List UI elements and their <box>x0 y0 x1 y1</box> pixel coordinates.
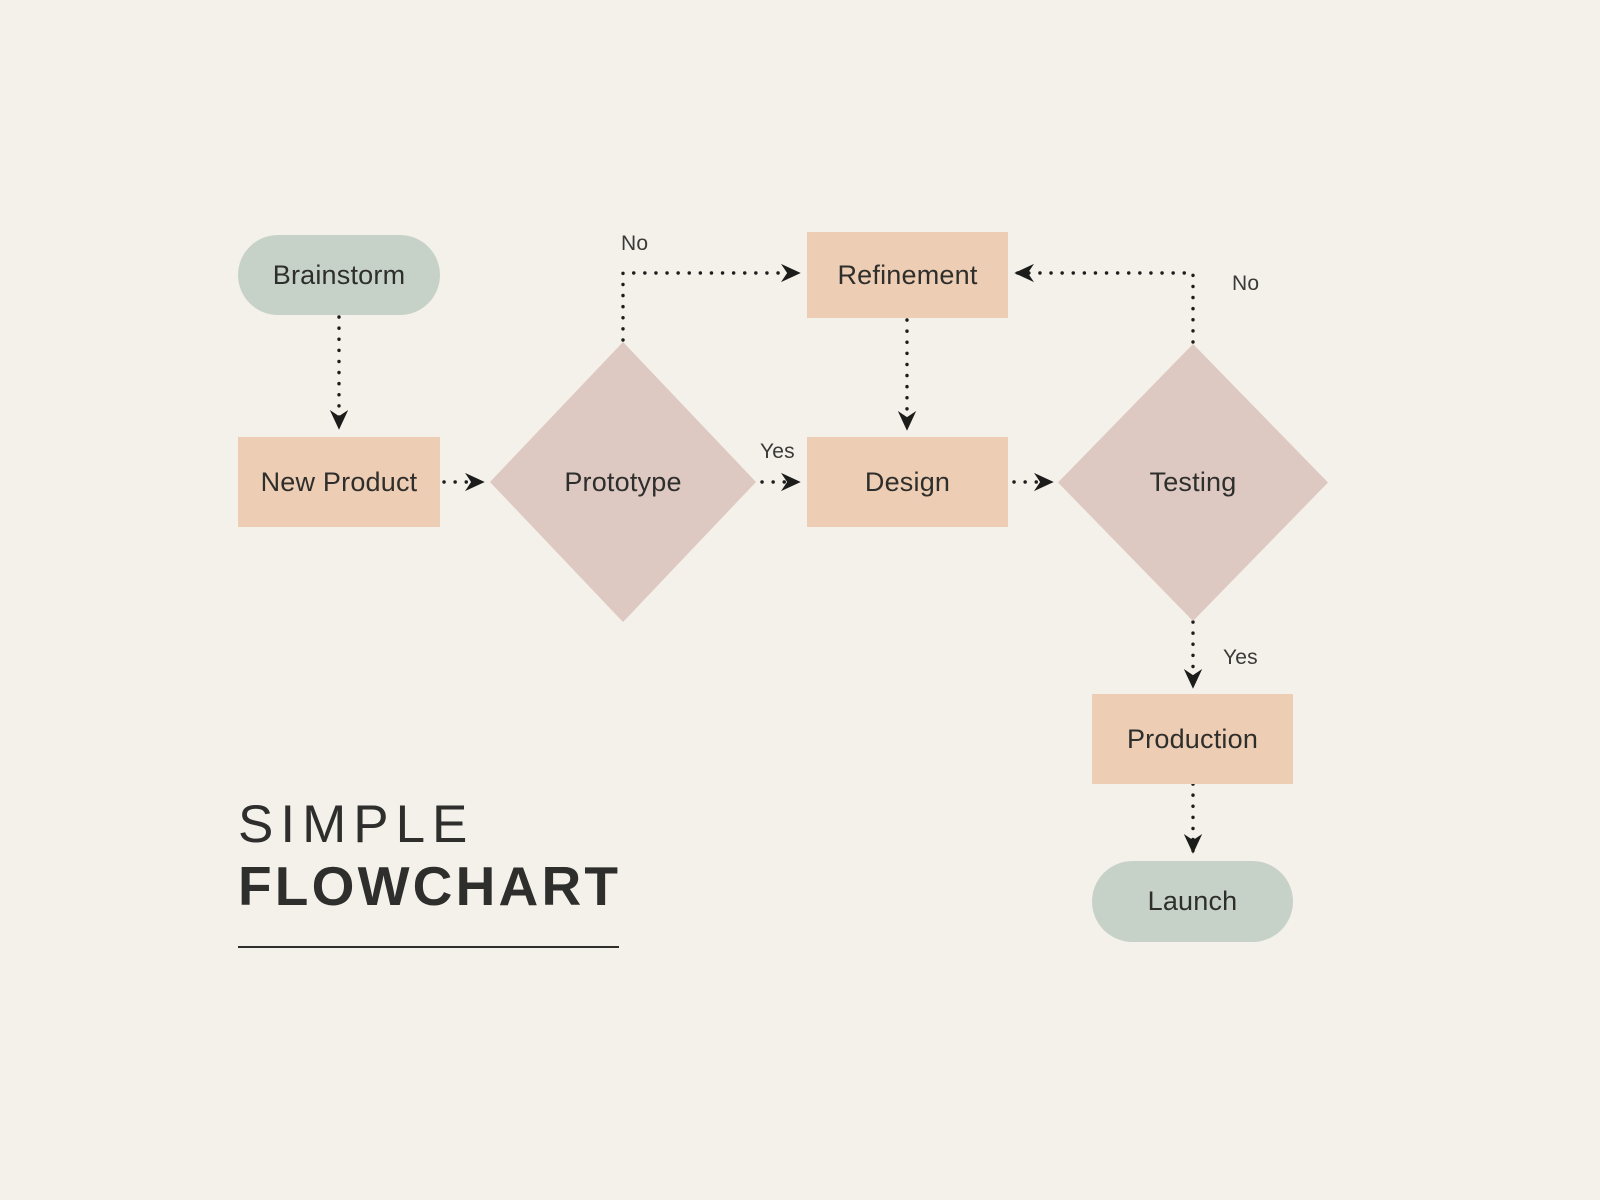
edge-label-prototype-yes: Yes <box>760 440 795 463</box>
node-production-label: Production <box>1126 723 1259 754</box>
node-launch[interactable]: Launch <box>1092 861 1293 942</box>
node-design-label: Design <box>864 466 951 497</box>
edge-testing-to-refinement-no <box>1014 263 1195 344</box>
node-launch-label: Launch <box>1147 886 1238 916</box>
node-brainstorm[interactable]: Brainstorm <box>238 235 440 315</box>
testing-diamond-shape <box>1058 344 1328 621</box>
node-design[interactable]: Design <box>807 437 1008 527</box>
edge-label-testing-no: No <box>1232 272 1260 295</box>
edge-label-testing-yes: Yes <box>1223 646 1258 669</box>
prototype-diamond-shape <box>490 342 756 622</box>
title-line-flowchart: FLOWCHART <box>238 855 622 918</box>
edge-prototype-to-refinement-no <box>621 263 801 342</box>
title-block: SIMPLE FLOWCHART <box>238 795 622 948</box>
node-prototype[interactable]: Prototype <box>490 342 756 622</box>
node-prototype-label: Prototype <box>564 466 682 497</box>
node-refinement[interactable]: Refinement <box>807 232 1008 318</box>
node-refinement-label: Refinement <box>837 259 978 290</box>
edge-label-prototype-no: No <box>621 232 649 255</box>
node-new-product[interactable]: New Product <box>238 437 440 527</box>
title-divider <box>238 945 619 948</box>
node-testing-label: Testing <box>1149 467 1237 497</box>
node-brainstorm-label: Brainstorm <box>272 259 406 290</box>
title-line-simple: SIMPLE <box>238 795 475 854</box>
node-production[interactable]: Production <box>1092 694 1293 784</box>
node-new-product-label: New Product <box>260 466 418 497</box>
node-testing[interactable]: Testing <box>1058 344 1328 621</box>
